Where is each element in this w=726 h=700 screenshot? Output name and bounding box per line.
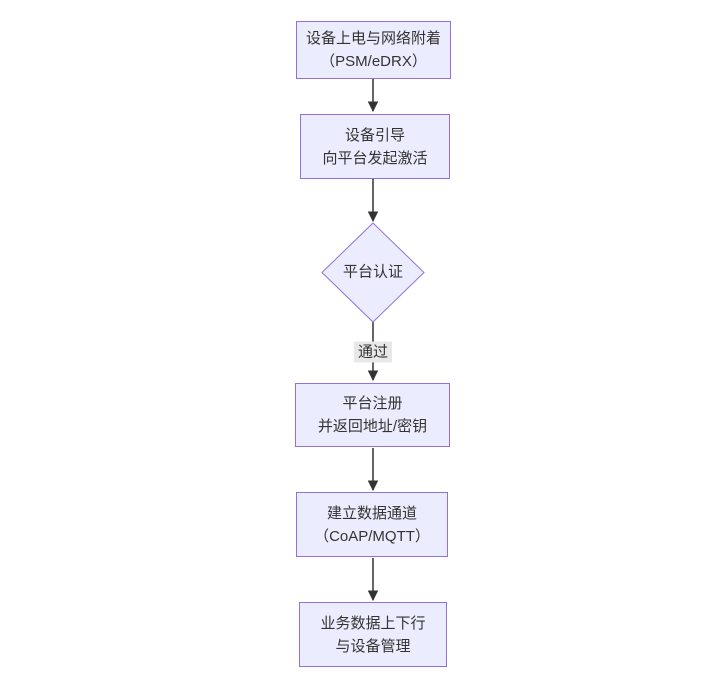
node-platform-auth-diamond-shape bbox=[321, 222, 425, 323]
node-register-line1: 平台注册 bbox=[342, 395, 403, 412]
node-business-line2: 与设备管理 bbox=[335, 637, 411, 655]
node-data-channel-line2: （CoAP/MQTT） bbox=[314, 527, 430, 545]
node-register: 平台注册 并返回地址/密钥 bbox=[295, 383, 450, 447]
node-power-attach-line1: 设备上电与网络附着 bbox=[305, 30, 441, 47]
node-data-channel-line1: 建立数据通道 bbox=[326, 504, 417, 522]
node-business: 业务数据上下行 与设备管理 bbox=[299, 602, 447, 667]
node-bootstrap: 设备引导 向平台发起激活 bbox=[300, 114, 450, 179]
node-platform-auth-line1: 平台认证 bbox=[342, 263, 404, 281]
edge-label-pass: 通过 bbox=[353, 341, 393, 363]
node-bootstrap-line1: 设备引导 bbox=[344, 126, 405, 144]
node-bootstrap-line2: 向平台发起激活 bbox=[322, 149, 428, 167]
node-register-line2: 并返回地址/密钥 bbox=[317, 418, 428, 435]
node-power-attach: 设备上电与网络附着 （PSM/eDRX） bbox=[296, 21, 451, 79]
edge-label-pass-text: 通过 bbox=[357, 343, 389, 361]
node-data-channel: 建立数据通道 （CoAP/MQTT） bbox=[296, 492, 448, 557]
node-business-line1: 业务数据上下行 bbox=[320, 614, 426, 632]
node-power-attach-line2: （PSM/eDRX） bbox=[320, 53, 427, 70]
node-platform-auth-label: 平台认证 bbox=[343, 261, 403, 284]
